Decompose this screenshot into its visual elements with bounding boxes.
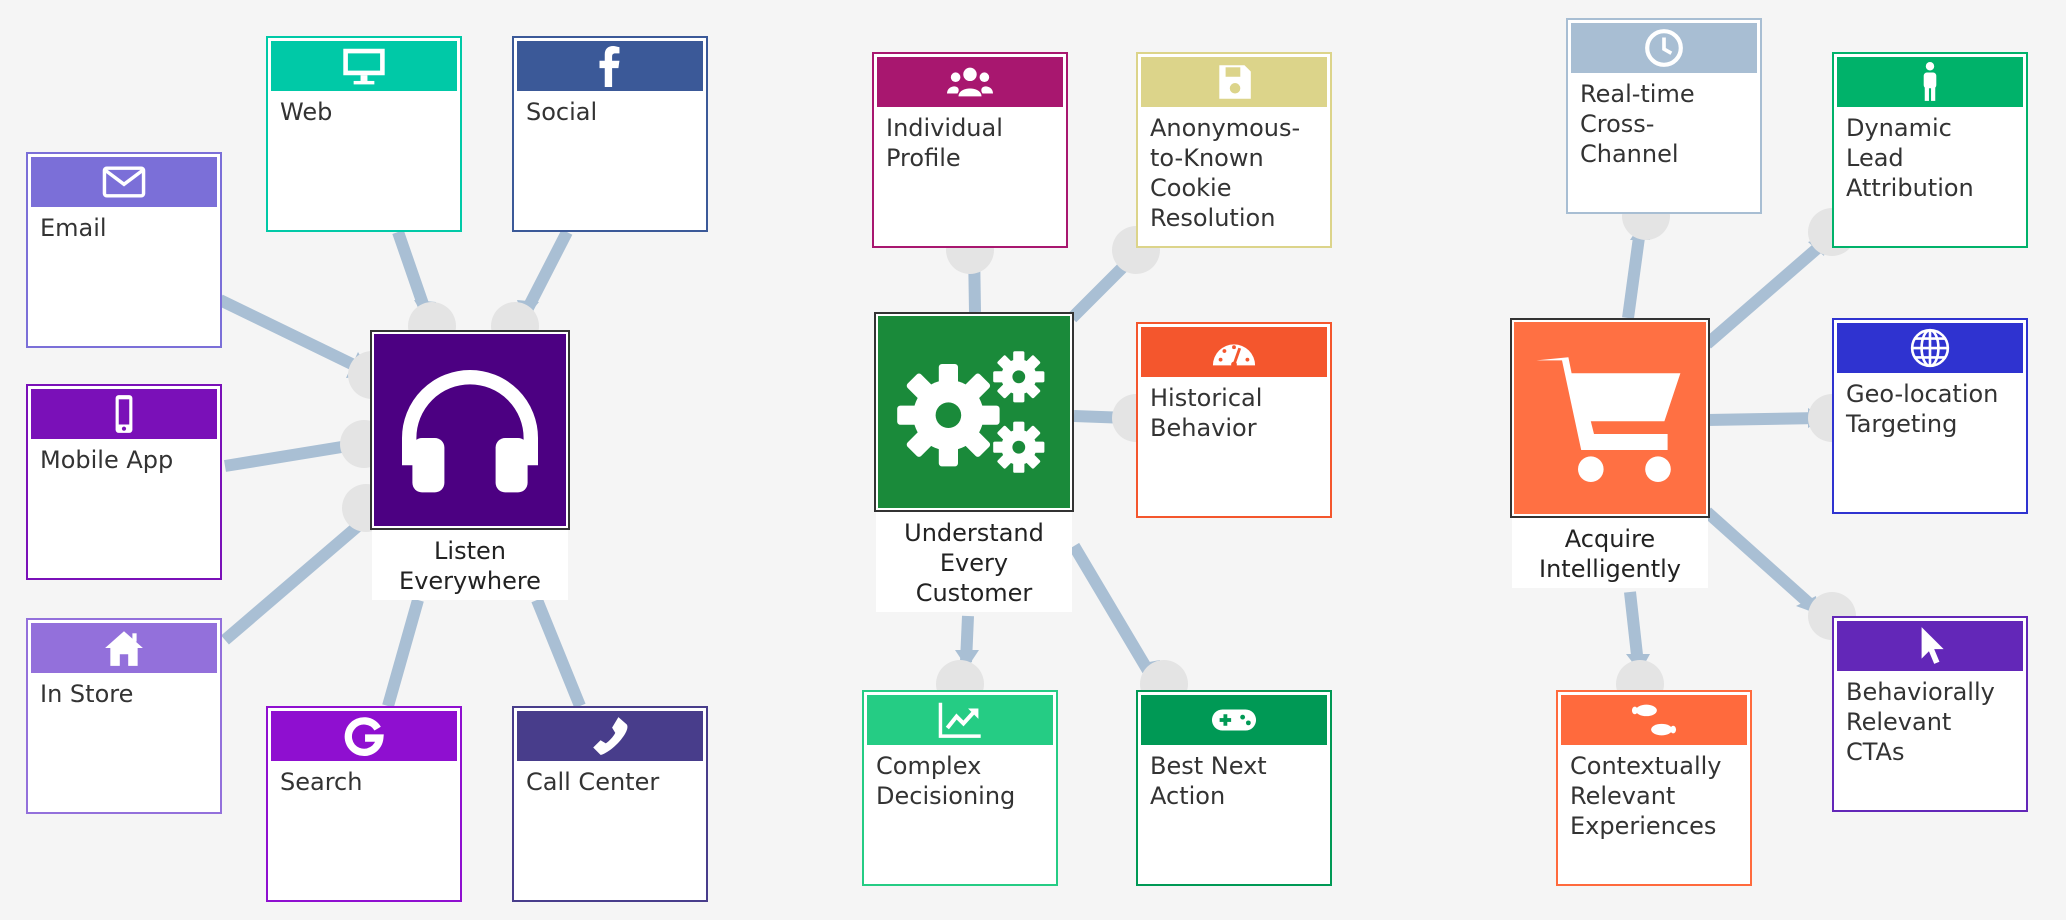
card-label: Dynamic Lead Attribution xyxy=(1846,114,1974,202)
card-header xyxy=(1141,57,1327,107)
hub-understand-every-customer[interactable] xyxy=(874,312,1074,512)
card-label: Web xyxy=(280,98,333,126)
mouse-pointer-icon xyxy=(1921,627,1944,664)
card-header xyxy=(1571,23,1757,73)
phone-icon xyxy=(593,717,628,755)
card-best-next-action[interactable]: Best Next Action xyxy=(1136,690,1332,886)
area-chart-icon xyxy=(938,702,981,738)
hub-label-understand: Understand Every Customer xyxy=(876,512,1072,612)
card-header xyxy=(31,623,217,673)
card-header xyxy=(31,157,217,207)
hub-label-acquire: Acquire Intelligently xyxy=(1512,518,1708,588)
card-label: Contextually Relevant Experiences xyxy=(1570,752,1722,840)
monitor-icon xyxy=(343,48,385,85)
card-mobile-app[interactable]: Mobile App xyxy=(26,384,222,580)
card-contextually-relevant-experiences[interactable]: Contextually Relevant Experiences xyxy=(1556,690,1752,886)
card-header xyxy=(867,695,1053,745)
card-label: Social xyxy=(526,98,598,126)
card-web[interactable]: Web xyxy=(266,36,462,232)
card-header xyxy=(517,711,703,761)
card-header xyxy=(1837,323,2023,373)
card-real-time-cross-channel[interactable]: Real-time Cross-Channel xyxy=(1566,18,1762,214)
card-header xyxy=(1561,695,1747,745)
card-label: Behaviorally Relevant CTAs xyxy=(1846,678,1995,766)
card-label: Mobile App xyxy=(40,446,174,474)
card-email[interactable]: Email xyxy=(26,152,222,348)
home-icon xyxy=(105,631,143,666)
gears-icon xyxy=(897,351,1045,473)
card-label: Historical Behavior xyxy=(1150,384,1263,442)
clock-icon xyxy=(1645,29,1683,67)
card-header xyxy=(271,711,457,761)
headphones-icon xyxy=(402,370,538,493)
card-label: Real-time Cross-Channel xyxy=(1580,80,1695,168)
globe-icon xyxy=(1910,328,1950,368)
card-header xyxy=(517,41,703,91)
card-header xyxy=(31,389,217,439)
person-icon xyxy=(1923,62,1937,101)
card-label: Geo-location Targeting xyxy=(1846,380,1999,438)
card-call-center[interactable]: Call Center xyxy=(512,706,708,902)
card-search[interactable]: Search xyxy=(266,706,462,902)
card-label: Search xyxy=(280,768,363,796)
card-header xyxy=(1837,57,2023,107)
card-header xyxy=(1837,621,2023,671)
card-label: Complex Decisioning xyxy=(876,752,1016,810)
card-header xyxy=(271,41,457,91)
hub-label-listen: Listen Everywhere xyxy=(372,530,568,600)
card-geo-location-targeting[interactable]: Geo-location Targeting xyxy=(1832,318,2028,514)
google-icon xyxy=(344,717,384,757)
card-label: In Store xyxy=(40,680,134,708)
card-label: Call Center xyxy=(526,768,660,796)
gamepad-icon xyxy=(1211,709,1257,731)
card-header xyxy=(877,57,1063,107)
card-in-store[interactable]: In Store xyxy=(26,618,222,814)
shopping-cart-icon xyxy=(1536,357,1681,482)
card-label: Email xyxy=(40,214,107,242)
facebook-icon xyxy=(599,46,620,87)
card-label: Individual Profile xyxy=(886,114,1003,172)
users-icon xyxy=(947,67,993,97)
hub-acquire-intelligently[interactable] xyxy=(1510,318,1710,518)
card-header xyxy=(1141,695,1327,745)
card-anonymous-to-known[interactable]: Anonymous- to-Known Cookie Resolution xyxy=(1136,52,1332,248)
card-label: Best Next Action xyxy=(1150,752,1267,810)
floppy-disk-icon xyxy=(1219,65,1251,99)
envelope-icon xyxy=(102,166,146,198)
mobile-phone-icon xyxy=(115,395,133,433)
card-social[interactable]: Social xyxy=(512,36,708,232)
card-behaviorally-relevant-ctas[interactable]: Behaviorally Relevant CTAs xyxy=(1832,616,2028,812)
footprints-icon xyxy=(1631,704,1677,736)
card-header xyxy=(1141,327,1327,377)
card-dynamic-lead-attribution[interactable]: Dynamic Lead Attribution xyxy=(1832,52,2028,248)
card-historical-behavior[interactable]: Historical Behavior xyxy=(1136,322,1332,518)
card-label: Anonymous- to-Known Cookie Resolution xyxy=(1150,114,1301,232)
card-individual-profile[interactable]: Individual Profile xyxy=(872,52,1068,248)
dashboard-gauge-icon xyxy=(1212,344,1256,368)
hub-listen-everywhere[interactable] xyxy=(370,330,570,530)
card-complex-decisioning[interactable]: Complex Decisioning xyxy=(862,690,1058,886)
